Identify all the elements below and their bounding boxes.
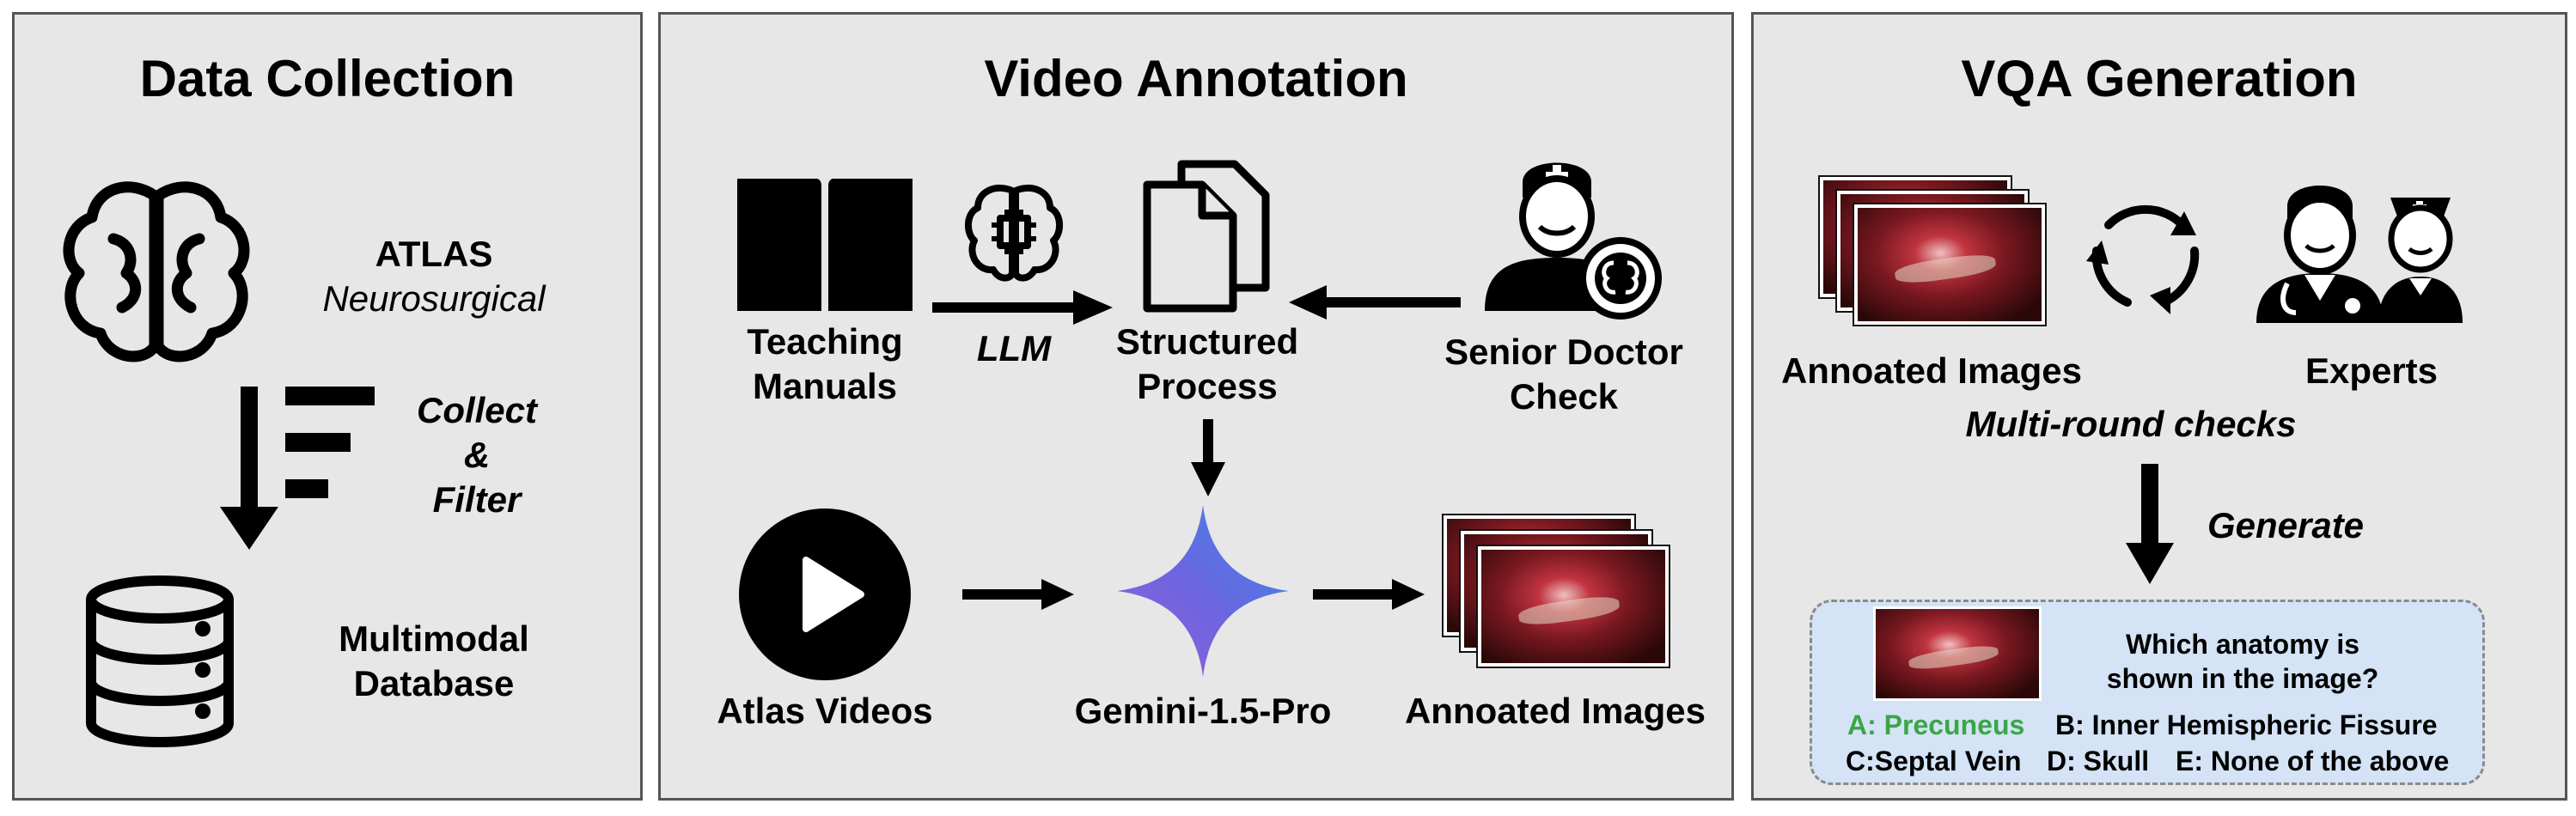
structured-label-2: Process <box>1137 366 1278 406</box>
experts-label: Experts <box>2304 350 2439 391</box>
book-icon <box>737 179 913 311</box>
check-arrow <box>1289 285 1461 320</box>
filter-label: Filter <box>432 479 522 520</box>
annotated-image-thumb <box>1854 204 2045 325</box>
atlas-videos-label: Atlas Videos <box>717 691 933 731</box>
video-annotation-title: Video Annotation <box>984 50 1408 107</box>
refresh-cycle-icon <box>2086 204 2200 314</box>
annotated-image-thumb <box>1478 546 1669 667</box>
multiround-label: Multi-round checks <box>1965 404 2297 444</box>
vqa-annotated-label: Annoated Images <box>1780 350 2083 391</box>
generate-label: Generate <box>2207 505 2365 545</box>
senior-label-1: Senior Doctor <box>1444 332 1683 372</box>
gemini-to-images-arrow <box>1313 579 1425 610</box>
down-arrow <box>1191 419 1225 496</box>
gemini-label: Gemini-1.5-Pro <box>1074 691 1332 731</box>
documents-icon <box>1143 160 1270 313</box>
experts-icon <box>2256 186 2463 323</box>
gemini-star-icon <box>1117 505 1289 677</box>
video-annotation-panel: Video Annotation <box>658 12 1734 801</box>
data-collection-panel: Data Collection <box>12 12 643 801</box>
video-to-gemini-arrow <box>962 579 1074 610</box>
db-label-2: Database <box>353 663 515 703</box>
question-line-2: shown in the image? <box>2106 663 2379 694</box>
play-icon <box>739 508 911 680</box>
llm-label: LLM <box>976 328 1052 368</box>
amp-label: & <box>463 435 491 475</box>
teaching-label-1: Teaching <box>747 321 903 362</box>
option-c: C:Septal Vein <box>1846 746 2022 776</box>
question-line-1: Which anatomy is <box>2125 629 2360 660</box>
option-a: A: Precuneus <box>1847 709 2025 740</box>
db-label-1: Multimodal <box>339 618 529 659</box>
database-icon <box>86 575 234 747</box>
atlas-sub-label: Neurosurgical <box>322 278 546 319</box>
data-collection-title: Data Collection <box>139 50 516 107</box>
vqa-generation-title: VQA Generation <box>1961 50 2358 107</box>
senior-label-2: Check <box>1509 376 1619 417</box>
atlas-label: ATLAS <box>375 234 493 274</box>
doctor-icon <box>1485 162 1662 320</box>
option-e: E: None of the above <box>2176 746 2450 776</box>
llm-arrow <box>932 290 1113 325</box>
option-d: D: Skull <box>2047 746 2150 776</box>
structured-label-1: Structured <box>1115 321 1299 362</box>
chip-brain-icon <box>965 184 1063 282</box>
teaching-label-2: Manuals <box>752 366 898 406</box>
brain-icon <box>63 181 250 362</box>
vqa-image-thumb <box>1873 606 2042 701</box>
collect-label: Collect <box>416 390 538 430</box>
option-b: B: Inner Hemispheric Fissure <box>2055 709 2438 740</box>
filter-arrow-icon <box>220 387 375 550</box>
generate-arrow <box>2126 464 2174 584</box>
annotated-images-label: Annoated Images <box>1404 691 1706 731</box>
